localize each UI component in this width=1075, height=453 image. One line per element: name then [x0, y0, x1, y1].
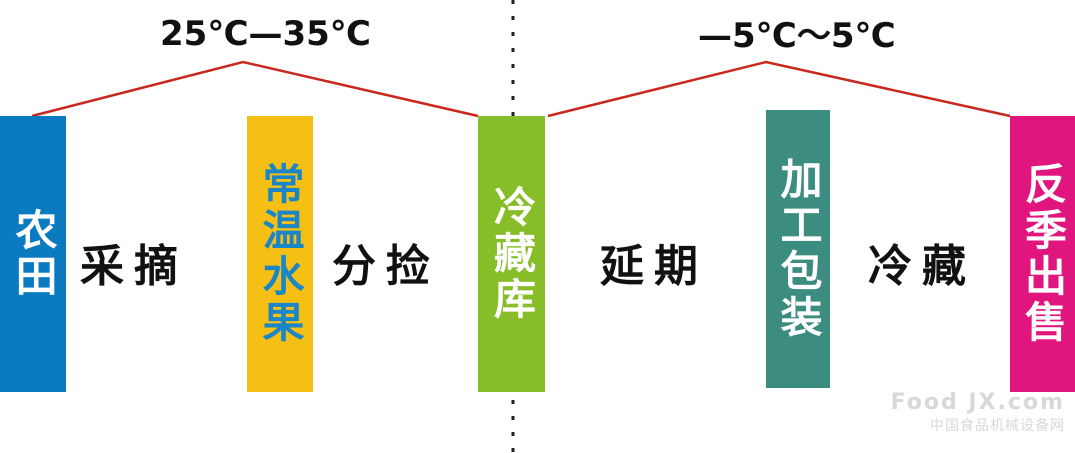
step-refrigeration: 冷藏: [868, 241, 976, 292]
off-season-sale-label: 反季出售: [1018, 162, 1068, 346]
step-extension: 延期: [600, 241, 708, 292]
cold-storage-warehouse-label: 冷藏库: [487, 185, 537, 323]
processing-packaging-label: 加工包装: [774, 157, 823, 341]
off-season-sale-box: 反季出售: [1010, 116, 1075, 392]
farm-box: 农田: [0, 116, 66, 392]
left-temperature-line: [31, 60, 479, 118]
watermark-main: Food JX.com: [890, 390, 1065, 415]
watermark-sub: 中国食品机械设备网: [930, 418, 1065, 434]
processing-packaging-box: 加工包装: [766, 110, 830, 388]
right-temperature-range: —5℃～5℃: [698, 16, 896, 56]
step-picking: 采摘: [80, 241, 188, 292]
room-temp-fruit-label: 常温水果: [256, 162, 305, 346]
room-temp-fruit-box: 常温水果: [247, 116, 313, 392]
watermark: Food JX.com 中国食品机械设备网: [891, 390, 1065, 435]
left-temperature-range: 25℃—35℃: [160, 14, 371, 54]
step-sorting: 分捡: [332, 241, 440, 292]
farm-label: 农田: [9, 208, 58, 300]
cold-storage-warehouse-box: 冷藏库: [478, 116, 545, 392]
right-temperature-line: [547, 60, 1011, 118]
